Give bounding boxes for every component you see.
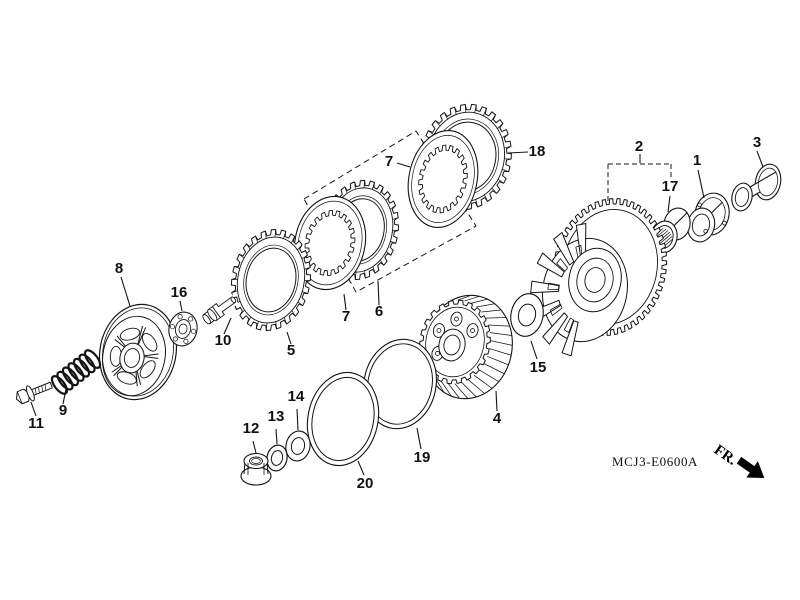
callout-11: 11 — [28, 415, 44, 432]
clutch-guide-1-drawing — [686, 192, 730, 243]
callout-16: 16 — [171, 284, 188, 301]
callout-19: 19 — [414, 449, 431, 466]
front-direction-label: FR. — [711, 442, 740, 469]
callout-13: 13 — [268, 408, 285, 425]
callout-7a: 7 — [342, 308, 350, 325]
callout-18: 18 — [529, 143, 546, 160]
clutch-plate-7-right-drawing — [407, 130, 479, 228]
lock-nut-12-drawing — [240, 452, 272, 486]
leader-line — [30, 401, 37, 417]
callout-17: 17 — [662, 178, 679, 195]
leader-line — [756, 150, 764, 168]
callout-2: 2 — [635, 138, 643, 155]
callout-20: 20 — [357, 475, 374, 492]
leader-line — [223, 317, 232, 335]
part-callouts: 1 2 3 4 5 6 7 7 8 9 10 11 12 13 14 15 16… — [28, 134, 761, 492]
leader-line — [396, 162, 411, 168]
leader-line — [507, 151, 529, 154]
bearing-16-drawing — [168, 311, 198, 347]
callout-1: 1 — [693, 152, 701, 169]
callout-6: 6 — [375, 303, 383, 320]
clutch-outer-2-drawing — [530, 198, 668, 357]
front-direction-arrow-icon — [736, 456, 765, 478]
lifter-rod-10-drawing — [201, 293, 239, 326]
diagram-code: MCJ3-E0600A — [612, 454, 698, 469]
callout-15: 15 — [530, 359, 547, 376]
bushing-3-drawing — [731, 163, 782, 212]
leader-line — [275, 428, 278, 445]
front-direction-indicator: FR. — [711, 442, 765, 478]
thrust-washer-15-drawing — [510, 293, 544, 337]
washer-14-drawing — [285, 430, 311, 462]
clutch-plate-7-left-drawing — [293, 195, 367, 291]
leader-line — [296, 408, 299, 431]
callout-4: 4 — [493, 410, 502, 427]
judder-spring-20-drawing — [306, 371, 380, 467]
leader-line — [252, 440, 257, 454]
callout-3: 3 — [753, 134, 761, 151]
callout-14: 14 — [288, 388, 305, 405]
clutch-center-4-drawing — [419, 294, 513, 400]
leader-line — [62, 388, 67, 405]
pressure-plate-8-drawing — [98, 303, 178, 401]
leader-line — [179, 300, 183, 312]
callout-8: 8 — [115, 260, 123, 277]
leader-lines — [30, 150, 764, 476]
leader-line — [697, 169, 705, 199]
clutch-spring-9-drawing — [50, 349, 102, 395]
lock-washer-13-drawing — [266, 444, 288, 472]
callout-7b: 7 — [385, 153, 393, 170]
parts-drawings — [15, 103, 782, 486]
callout-12: 12 — [243, 420, 260, 437]
callout-5: 5 — [287, 342, 295, 359]
leader-line — [286, 331, 292, 345]
leader-line — [357, 460, 365, 476]
spring-seat-19-drawing — [363, 338, 437, 430]
callout-9: 9 — [59, 402, 67, 419]
friction-disc-5-drawing — [230, 229, 312, 331]
bolt-11-drawing — [15, 381, 53, 405]
leader-line — [667, 195, 671, 213]
leader-line — [495, 390, 498, 412]
leader-line — [416, 427, 422, 450]
leader-line — [343, 293, 347, 311]
callout-10: 10 — [215, 332, 232, 349]
leader-line — [530, 340, 538, 360]
leader-line — [120, 276, 131, 307]
leader-line — [377, 280, 380, 306]
